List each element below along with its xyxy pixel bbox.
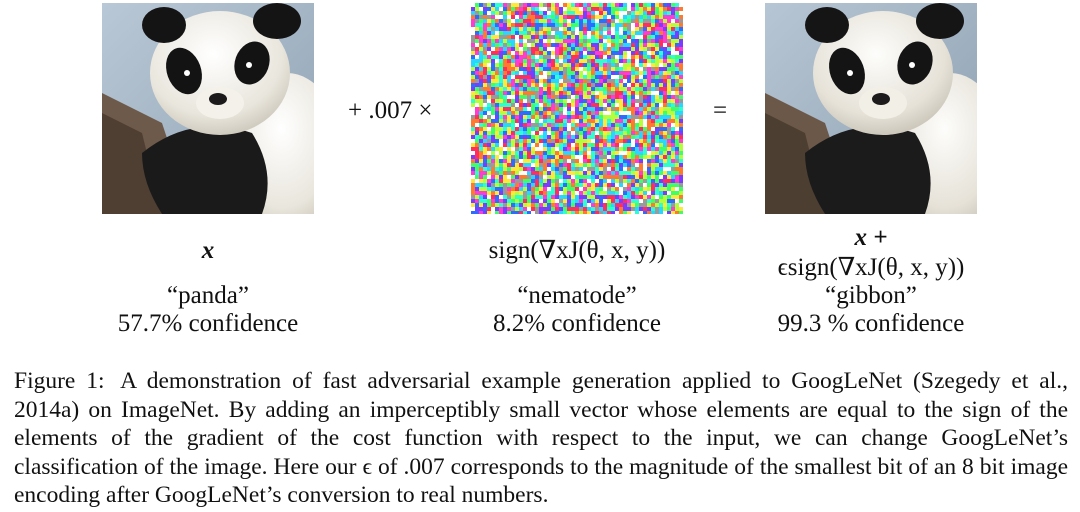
caption-title: Figure 1: xyxy=(14,368,105,394)
panel-3-symbol-line1: x + xyxy=(721,224,1021,251)
panel-3-symbol-line2: ϵsign(∇xJ(θ, x, y)) xyxy=(777,254,965,281)
panel-2-class-label: “nematode” xyxy=(517,282,637,309)
panda-illustration xyxy=(102,3,314,214)
plus-epsilon-operator: + .007 × xyxy=(348,97,433,124)
noise-pattern xyxy=(471,3,683,214)
panel-3-class-label: “gibbon” xyxy=(825,282,917,309)
figure-caption: Figure 1: A demonstration of fast advers… xyxy=(14,367,1068,510)
panel-1-symbol: x xyxy=(58,237,358,264)
perturbation-noise-image xyxy=(471,3,683,214)
panel-2-confidence: 8.2% confidence xyxy=(493,310,661,337)
panda-image xyxy=(102,3,314,214)
panel-2-symbol: sign(∇xJ(θ, x, y)) xyxy=(488,237,666,264)
adv-x-plus: x + xyxy=(854,224,888,251)
input-x-symbol: x xyxy=(201,237,215,264)
equals-operator: = xyxy=(713,97,728,124)
panel-3-confidence: 99.3 % confidence xyxy=(777,310,965,337)
panel-1-confidence: 57.7% confidence xyxy=(117,310,299,337)
panel-1-class-label: “panda” xyxy=(167,282,249,309)
adversarial-panda-image xyxy=(765,3,977,214)
caption-text: A demonstration of fast adversarial exam… xyxy=(14,368,1068,508)
adversarial-panda-illustration xyxy=(765,3,977,214)
